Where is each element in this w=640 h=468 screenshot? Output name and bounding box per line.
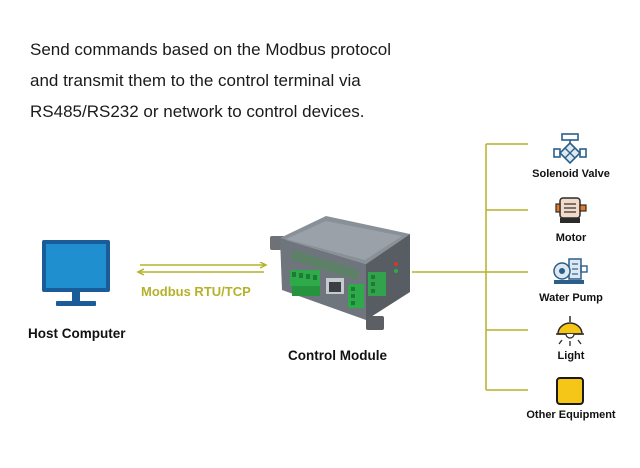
device-label-solenoid-valve: Solenoid Valve (532, 168, 610, 180)
other-equipment-icon (556, 377, 584, 405)
connection-lines (412, 143, 528, 391)
light-icon (556, 316, 584, 346)
bidirectional-arrow (136, 262, 268, 276)
modbus-link-label: Modbus RTU/TCP (141, 284, 251, 299)
control-module-label: Control Module (288, 348, 387, 363)
device-label-water-pump: Water Pump (539, 292, 603, 304)
motor-icon (555, 197, 587, 223)
solenoid-valve-icon (553, 133, 587, 165)
water-pump-icon (553, 258, 588, 284)
control-module (268, 208, 418, 338)
host-computer (40, 238, 112, 310)
description-text: Send commands based on the Modbus protoc… (30, 34, 450, 127)
device-label-light: Light (557, 350, 585, 362)
monitor-icon (42, 240, 110, 306)
device-label-motor: Motor (555, 232, 587, 244)
description-line-1: Send commands based on the Modbus protoc… (30, 40, 392, 59)
host-computer-label: Host Computer (28, 326, 126, 341)
description-line-2: and transmit them to the control termina… (30, 71, 361, 90)
device-label-other-equipment: Other Equipment (526, 409, 616, 421)
control-module-image (270, 216, 410, 330)
description-line-3: RS485/RS232 or network to control device… (30, 102, 365, 121)
